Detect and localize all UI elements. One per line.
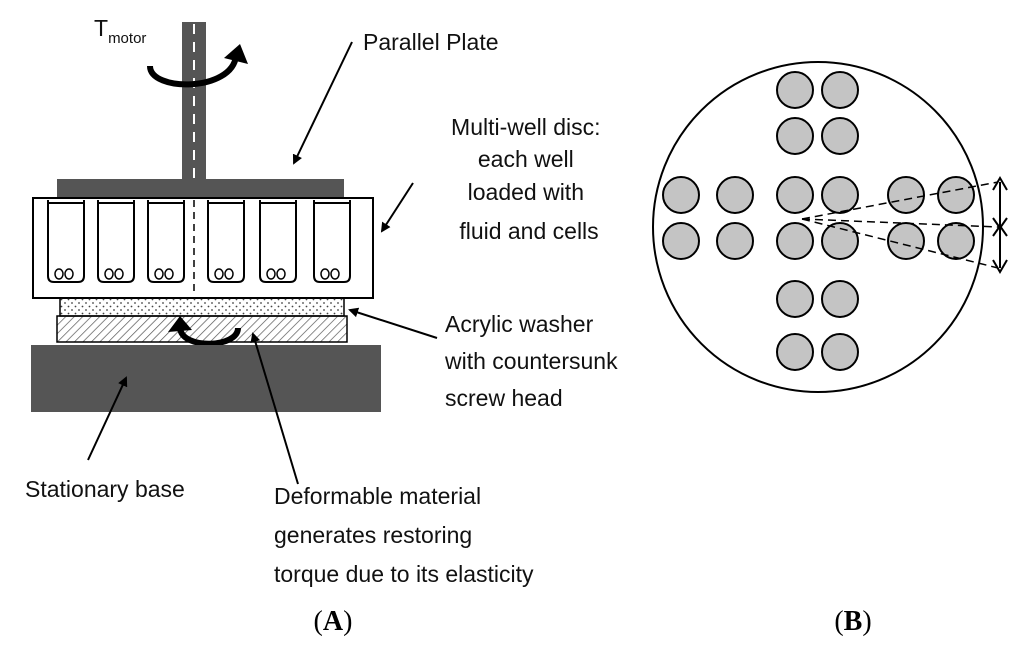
well-top-view <box>716 176 754 214</box>
well-side-view <box>207 200 245 283</box>
well-top-view <box>776 117 814 155</box>
cell-blob <box>164 268 174 280</box>
panel-a-diagram: Tmotor Parallel Plate Multi-well disc: e… <box>25 15 624 637</box>
deformable-material <box>56 315 348 343</box>
cell-blob <box>114 268 124 280</box>
cell-blob <box>214 268 224 280</box>
well-top-view <box>662 222 700 260</box>
well-top-view <box>821 117 859 155</box>
well-side-view <box>313 200 351 283</box>
cell-blob <box>266 268 276 280</box>
motor-rotation-arrowhead <box>224 44 248 64</box>
label-deformable: Deformable material generates restoring … <box>274 483 534 587</box>
pointer-base <box>87 376 128 461</box>
cell-blob <box>54 268 64 280</box>
motor-rotation-arrow <box>147 55 239 88</box>
cell-blob <box>320 268 330 280</box>
cell-blob <box>330 268 340 280</box>
label-parallel-plate: Parallel Plate <box>363 29 499 55</box>
well-top-view <box>937 222 975 260</box>
well-top-view <box>776 280 814 318</box>
panel-label-b: (B) <box>834 606 871 637</box>
well-top-view <box>662 176 700 214</box>
well-side-view <box>259 200 297 283</box>
restoring-torque-arrowhead <box>168 316 192 332</box>
pointer-washer <box>348 307 438 339</box>
well-side-view <box>147 200 185 283</box>
label-stationary-base: Stationary base <box>25 476 185 502</box>
well-side-view <box>97 200 135 283</box>
panel-label-a: (A) <box>314 606 353 637</box>
well-group <box>47 200 351 283</box>
torque-label: Tmotor <box>94 15 146 47</box>
cell-blob <box>224 268 234 280</box>
well-top-view <box>821 176 859 214</box>
well-top-view <box>716 222 754 260</box>
stationary-base <box>31 345 381 412</box>
well-top-view <box>821 280 859 318</box>
well-top-view <box>821 222 859 260</box>
spacing-arrows <box>992 176 1008 274</box>
well-top-view <box>887 176 925 214</box>
panel-b-diagram: (B) <box>652 61 1008 637</box>
acrylic-washer <box>59 297 345 317</box>
cell-blob <box>276 268 286 280</box>
label-multiwell: Multi-well disc: each well loaded with f… <box>451 114 607 244</box>
pointer-multiwell <box>380 182 414 233</box>
well-top-view <box>821 71 859 109</box>
disc-outline-top-view <box>652 61 984 393</box>
well-top-view <box>776 71 814 109</box>
cell-blob <box>64 268 74 280</box>
cell-blob <box>154 268 164 280</box>
well-top-view <box>821 333 859 371</box>
label-washer: Acrylic washer with countersunk screw he… <box>444 311 624 411</box>
well-top-view <box>887 222 925 260</box>
radius-guide-lines <box>801 181 999 269</box>
well-top-view <box>776 176 814 214</box>
parallel-plate <box>57 179 344 199</box>
well-side-view <box>47 200 85 283</box>
pointer-deformable <box>250 332 299 485</box>
well-top-view <box>776 222 814 260</box>
pointer-parallel-plate <box>292 41 353 165</box>
well-top-view <box>937 176 975 214</box>
cell-blob <box>104 268 114 280</box>
restoring-torque-arrow <box>177 327 241 347</box>
well-top-view <box>776 333 814 371</box>
well-grid <box>662 71 975 371</box>
